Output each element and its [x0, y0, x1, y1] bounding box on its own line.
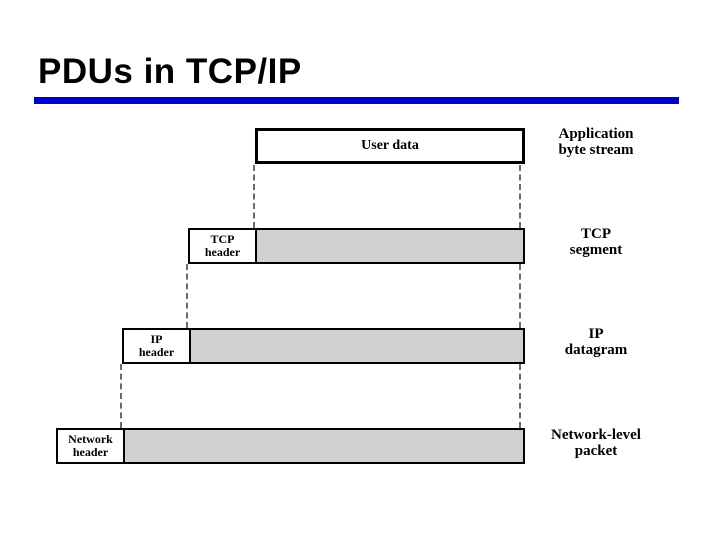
label-application-byte-stream: Application byte stream: [558, 126, 634, 158]
label-tcp-segment: TCP segment: [569, 226, 623, 258]
dashed-connector: [519, 364, 521, 428]
user-data-label: User data: [361, 138, 419, 153]
slide-title: PDUs in TCP/IP: [38, 52, 302, 91]
dashed-connector: [253, 165, 255, 228]
ip-payload-box: [191, 330, 523, 362]
label-network-level-packet: Network-level packet: [551, 427, 641, 459]
row-tcp-segment: TCP header: [188, 228, 525, 264]
dashed-connector: [519, 165, 521, 228]
row-ip-datagram: IP header: [122, 328, 525, 364]
ip-header-box: IP header: [124, 330, 191, 362]
dashed-connector: [120, 364, 122, 428]
network-payload-box: [125, 430, 523, 462]
row-network-packet: Network header: [56, 428, 525, 464]
title-underline: [34, 97, 679, 104]
label-ip-datagram: IP datagram: [564, 326, 628, 358]
network-header-box: Network header: [58, 430, 125, 462]
tcp-header-box: TCP header: [190, 230, 257, 262]
tcp-payload-box: [257, 230, 523, 262]
dashed-connector: [519, 264, 521, 328]
user-data-box: User data: [258, 131, 522, 161]
dashed-connector: [186, 264, 188, 328]
row-application: User data: [255, 128, 525, 164]
